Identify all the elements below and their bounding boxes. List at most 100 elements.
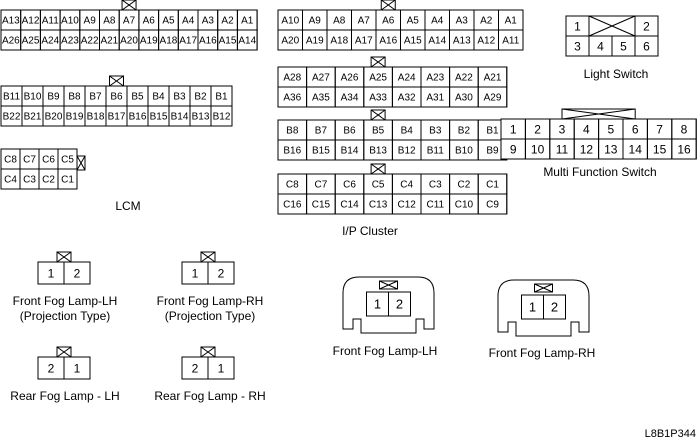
pin-label: C15 [312,200,331,211]
pin-label: B14 [171,112,189,123]
pin-cell: A14 [236,29,258,51]
pin-label: 4 [597,39,604,53]
pin-label: A23 [61,36,79,47]
pin-label: C12 [398,200,417,211]
pin-label: A11 [42,16,59,27]
pin-label: A20 [281,36,299,47]
pin-label: 1 [574,19,581,33]
pin-label: B2 [194,92,207,103]
pin-label: 1 [192,266,199,280]
pin-label: A22 [455,73,473,84]
pin-cell: C1 [57,168,78,190]
front-fog-lamp-lh-label: Front Fog Lamp-LH [332,344,438,358]
pin-label: 3 [574,39,581,53]
pin-cell: 1 [63,356,91,380]
pin-label: C3 [429,180,442,191]
pin-label: B9 [47,92,60,103]
pin-cell: 2 [63,261,91,285]
pin-label: 1 [374,297,381,312]
pin-label: A13 [2,16,20,27]
pin-label: 14 [629,142,643,156]
pin-label: B13 [369,146,387,157]
front-fog-lamp-rh-projection-label-line2: (Projection Type) [164,309,256,323]
pin-label: A13 [453,36,471,47]
pin-label: 9 [510,142,517,156]
latch-icon [200,251,216,263]
ip-cluster-label: I/P Cluster [342,224,398,238]
latch-icon [56,346,72,358]
pin-label: A7 [358,16,371,27]
pin-label: B18 [87,112,105,123]
pin-label: A7 [123,16,136,27]
pin-label: A1 [505,16,518,27]
front-fog-lamp-rh-projection-label-line1: Front Fog Lamp-RH [156,294,264,308]
pin-label: B3 [173,92,186,103]
front-fog-lamp-rh-projection-label: Front Fog Lamp-RH (Projection Type) [145,294,275,324]
pin-label: A35 [312,93,330,104]
pin-label: A32 [398,93,416,104]
pin-label: B21 [24,112,42,123]
side-latch-icon [76,155,86,171]
pin-label: A5 [407,16,420,27]
pin-label: A11 [502,36,519,47]
pin-label: C16 [283,200,302,211]
pin-label: A9 [309,16,322,27]
pin-label: A16 [379,36,397,47]
pin-label: B9 [486,146,499,157]
pin-cell: A29 [477,86,508,108]
pin-label: A6 [382,16,395,27]
latch-icon [370,109,386,121]
pin-label: A15 [219,36,237,47]
pin-label: 5 [620,39,627,53]
pin-label: A14 [238,36,256,47]
pin-label: A10 [61,16,79,27]
latch-icon [380,0,396,11]
pin-label: B17 [108,112,126,123]
pin-label: B4 [152,92,165,103]
front-fog-lamp-lh-projection-label: Front Fog Lamp-LH (Projection Type) [0,294,130,324]
pin-label: 1 [529,300,536,315]
pin-label: A18 [330,36,348,47]
pin-label: 2 [48,361,55,375]
pin-label: C6 [343,180,356,191]
pin-label: 2 [396,297,403,312]
pin-label: C7 [23,155,36,166]
pin-label: 12 [580,142,594,156]
pin-label: A12 [22,16,40,27]
pin-label: B14 [341,146,359,157]
pin-cell: B12 [210,105,233,127]
pin-label: A16 [199,36,217,47]
pin-label: 1 [74,361,81,375]
pin-label: A25 [22,36,40,47]
pin-label: C3 [23,175,36,186]
rear-fog-lamp-rh-label: Rear Fog Lamp - RH [154,389,266,403]
pin-label: A9 [84,16,97,27]
pin-label: B4 [401,126,414,137]
front-fog-lamp-lh-projection-label-line1: Front Fog Lamp-LH [12,294,118,308]
pin-label: C6 [42,155,55,166]
pin-label: B5 [372,126,385,137]
pin-label: 6 [643,39,650,53]
pin-label: A19 [140,36,158,47]
pin-label: B5 [131,92,144,103]
pin-label: C4 [400,180,413,191]
pin-label: A21 [100,36,118,47]
pin-label: C5 [372,180,385,191]
pin-cell: 2 [207,261,235,285]
pin-label: C13 [369,200,388,211]
pin-label: A21 [484,73,502,84]
pin-label: B22 [3,112,21,123]
pin-label: A18 [160,36,178,47]
pin-label: C8 [4,155,17,166]
pin-label: 8 [681,122,688,136]
pin-label: B12 [213,112,231,123]
pin-label: 2 [74,266,81,280]
